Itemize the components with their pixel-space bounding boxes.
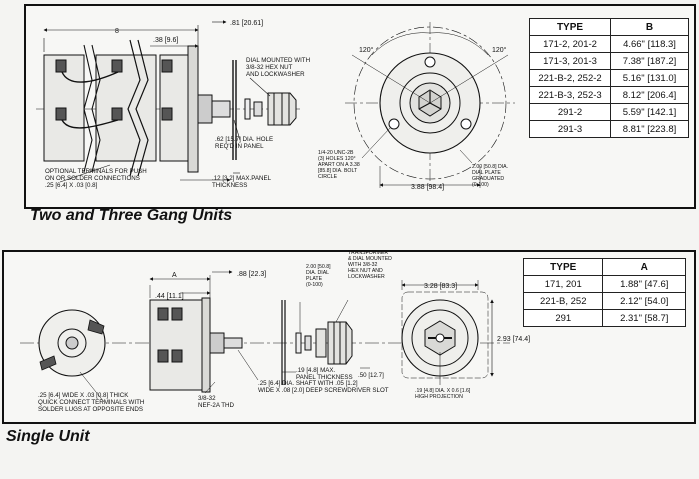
table-header-type: TYPE bbox=[522, 258, 604, 276]
note-terminals-1: OPTIONAL TERMINALS FOR PUSH bbox=[45, 168, 147, 175]
caption-single-unit: Single Unit bbox=[6, 428, 90, 445]
note-terminals-2: ON OR SOLDER CONNECTIONS bbox=[45, 175, 140, 182]
note-shaft-1: .25 [6.4] DIA. SHAFT WITH .05 [1.2] bbox=[258, 380, 358, 387]
table-cell-type: 221-B, 252 bbox=[522, 292, 604, 310]
table-cell-type: 171, 201 bbox=[522, 275, 604, 293]
note-projection-1: .19 [4.8] DIA. X 0.6 [1.6] bbox=[415, 388, 471, 394]
note-dial-plate-b4: (0-100) bbox=[306, 282, 323, 288]
note-dial-plate-3: GRADUATED bbox=[472, 176, 504, 182]
note-holes-3: APART ON A 3.38 bbox=[318, 162, 360, 168]
angle-right-label: 120° bbox=[492, 46, 507, 54]
note-quick-connect-2: QUICK CONNECT TERMINALS WITH bbox=[38, 399, 144, 406]
note-dial-mounted-3: AND LOCKWASHER bbox=[246, 71, 305, 78]
dim-panel-thickness-b2: PANEL THICKNESS bbox=[296, 374, 353, 381]
note-dial-mounted-2: 3/8-32 HEX NUT bbox=[246, 64, 293, 71]
note-hole-2: REQ'D IN PANEL bbox=[215, 143, 264, 150]
table-cell-value: 1.88" [47.6] bbox=[602, 275, 686, 293]
single-panel-mount bbox=[281, 299, 370, 385]
note-transformer-5: LOCKWASHER bbox=[348, 274, 385, 280]
dim-shaft-offset: .38 [9.6] bbox=[153, 37, 178, 44]
dim-gap: .50 [12.7] bbox=[358, 372, 384, 379]
table-cell-type: 221-B-2, 252-2 bbox=[529, 69, 611, 87]
gang-side-view bbox=[36, 39, 300, 177]
table-cell-type: 171-3, 201-3 bbox=[529, 52, 611, 70]
table-cell-type: 291-2 bbox=[529, 103, 611, 121]
note-holes-2: (3) HOLES 120° bbox=[318, 156, 356, 162]
note-thread-2: NEF-2A THD bbox=[198, 402, 235, 409]
note-dial-mounted-1: DIAL MOUNTED WITH bbox=[246, 57, 310, 64]
single-front-view bbox=[401, 280, 494, 385]
table-cell-type: 291 bbox=[522, 309, 604, 327]
note-transformer-3: WITH 3/8-32 bbox=[348, 262, 378, 268]
table-cell-type: 171-2, 201-2 bbox=[529, 35, 611, 53]
table-cell-type: 221-B-3, 252-3 bbox=[529, 86, 611, 104]
note-transformer-2: & DIAL MOUNTED bbox=[348, 256, 392, 262]
dim-length-8: 8 bbox=[115, 28, 119, 35]
note-dial-plate-b2: DIA. DIAL bbox=[306, 270, 329, 276]
single-side-view bbox=[149, 270, 259, 394]
note-hole-1: .62 [15.7] DIA. HOLE bbox=[215, 136, 273, 143]
note-quick-connect-3: SOLDER LUGS AT OPPOSITE ENDS bbox=[38, 406, 143, 413]
table-header-row: TYPE A bbox=[522, 258, 686, 276]
table-header-type: TYPE bbox=[529, 18, 611, 36]
dim-bolt-circle: 3.88 [98.4] bbox=[411, 184, 444, 191]
dim-offset: .44 [11.1] bbox=[155, 293, 184, 300]
table-cell-value: 2.31" [58.7] bbox=[602, 309, 686, 327]
note-transformer-1: TRANSFORMER bbox=[348, 250, 388, 256]
dim-width: 3.28 [83.3] bbox=[424, 283, 457, 290]
gang-front-view bbox=[345, 22, 515, 188]
table-cell-value: 8.81" [223.8] bbox=[610, 120, 689, 138]
note-thread-1: 3/8-32 bbox=[198, 395, 216, 402]
dim-height: 2.93 [74.4] bbox=[497, 336, 530, 343]
note-dial-plate-2: DIAL PLATE bbox=[472, 170, 501, 176]
dim-length-a: A bbox=[172, 272, 177, 279]
caption-two-three-gang: Two and Three Gang Units bbox=[30, 207, 233, 224]
dim-flange: .81 [20.61] bbox=[230, 20, 263, 27]
table-cell-type: 291-3 bbox=[529, 120, 611, 138]
angle-left-label: 120° bbox=[359, 46, 374, 54]
note-transformer-4: HEX NUT AND bbox=[348, 268, 383, 274]
table-cell-value: 2.12" [54.0] bbox=[602, 292, 686, 310]
table-cell-value: 5.16" [131.0] bbox=[610, 69, 689, 87]
note-holes-5: CIRCLE bbox=[318, 174, 338, 180]
table-header-a: A bbox=[602, 258, 686, 276]
table-header-b: B bbox=[610, 18, 689, 36]
note-quick-connect-1: .25 [6.4] WIDE X .03 [0.8] THICK bbox=[38, 392, 129, 399]
table-header-row: TYPE B bbox=[529, 18, 689, 36]
table-cell-value: 8.12" [206.4] bbox=[610, 86, 689, 104]
table-cell-value: 7.38" [187.2] bbox=[610, 52, 689, 70]
note-dial-plate-4: (0-100) bbox=[472, 182, 489, 188]
dim-panel-thickness-b1: .19 [4.8] MAX. bbox=[296, 367, 335, 374]
note-dial-plate-b3: PLATE bbox=[306, 276, 323, 282]
note-dial-plate-1: 2.00 [50.8] DIA. bbox=[472, 164, 508, 170]
dim-panel-thickness: .12 [3.2] MAX.PANEL bbox=[212, 175, 272, 182]
note-projection-2: HIGH PROJECTION bbox=[415, 394, 463, 400]
note-holes-4: [85.8] DIA. BOLT bbox=[318, 168, 358, 174]
note-dial-plate-b1: 2.00 [50.8] bbox=[306, 264, 331, 270]
single-end-view bbox=[20, 309, 510, 403]
table-cell-value: 4.66" [118.3] bbox=[610, 35, 689, 53]
gang-dimension-lines bbox=[43, 20, 271, 183]
dim-panel-thickness-word: THICKNESS bbox=[212, 182, 247, 189]
note-holes-1: 1/4-20 UNC-2B bbox=[318, 150, 354, 156]
dim-flange-bottom: .88 [22.3] bbox=[237, 271, 266, 278]
note-terminals-3: .25 [6.4] X .03 [0.8] bbox=[45, 182, 98, 189]
note-shaft-2: WIDE X .08 [2.0] DEEP SCREWDRIVER SLOT bbox=[258, 387, 389, 394]
table-cell-value: 5.59" [142.1] bbox=[610, 103, 689, 121]
